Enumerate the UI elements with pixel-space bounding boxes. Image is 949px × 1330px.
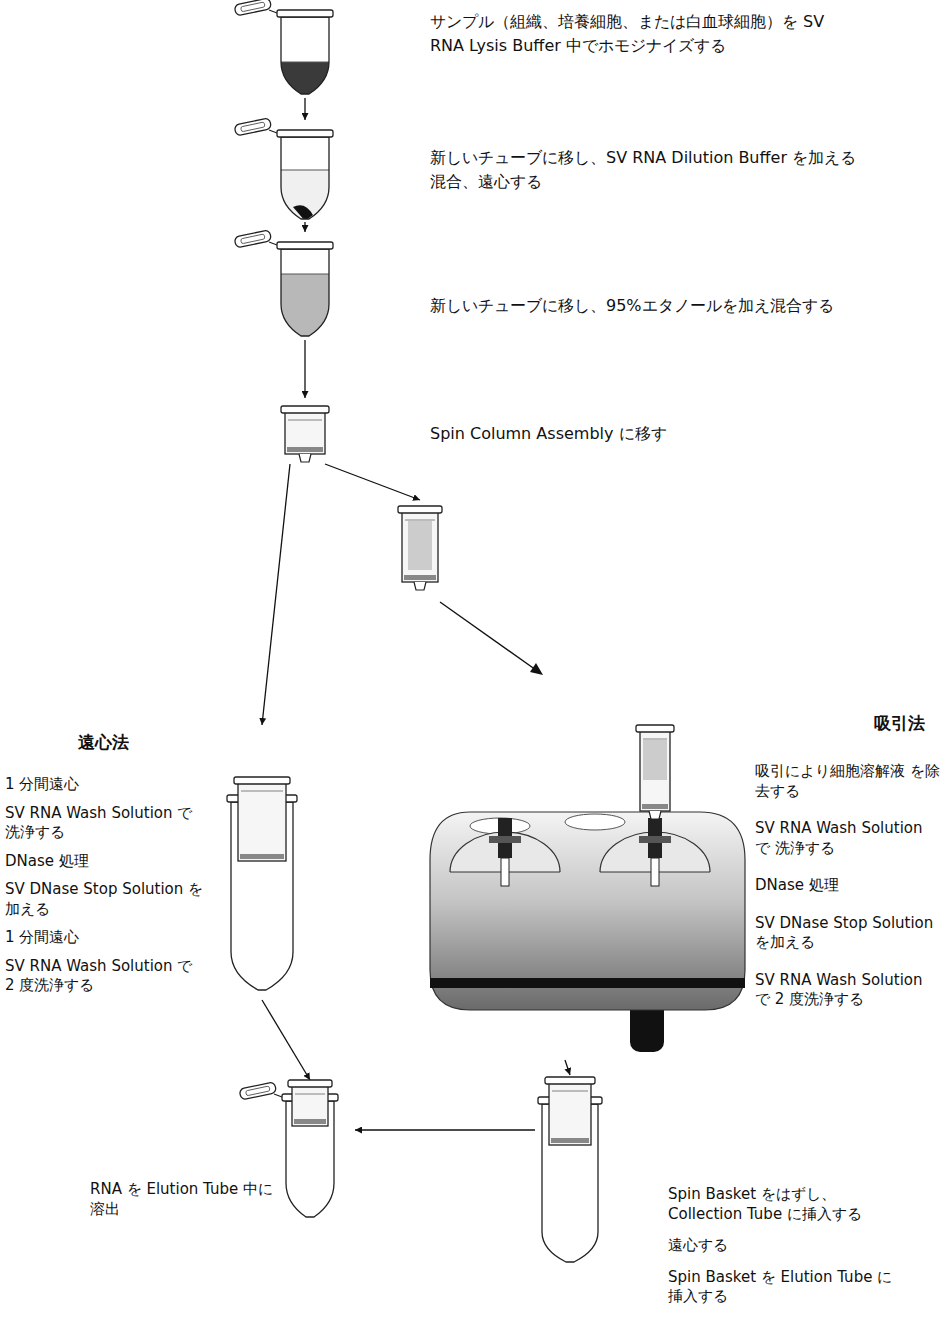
tube-liquid [279, 274, 331, 338]
basket-rim [398, 506, 442, 513]
step-text: 新しいチューブに移し、95%エタノールを加え混合する [430, 294, 900, 318]
step-text: RNA を Elution Tube 中に溶出 [90, 1180, 275, 1219]
step-illustration [270, 120, 910, 222]
method-heading: 吸引法 [874, 712, 925, 734]
spin-basket [285, 412, 325, 454]
tube-outline [281, 17, 329, 94]
process-step: Spin Basket をはずし、 Collection Tube に挿入する遠… [535, 1075, 949, 1327]
spin-basket [549, 1083, 591, 1145]
tube-cap [234, 230, 272, 248]
tube-outline [281, 249, 329, 336]
process-step: 新しいチューブに移し、95%エタノールを加え混合する [270, 232, 910, 340]
membrane [551, 1138, 589, 1143]
flow-arrow [355, 1129, 535, 1130]
step-illustration [270, 232, 910, 340]
step-text: SV RNA Wash Solution で 2 度洗浄する [755, 971, 940, 1010]
step-text: 1 分間遠心 [5, 928, 205, 948]
step-text: DNase 処理 [755, 876, 940, 896]
tube-liquid [279, 170, 331, 221]
process-step: RNA を Elution Tube 中に溶出 [85, 1080, 355, 1226]
tube-cap [234, 118, 272, 136]
spin-basket [640, 731, 670, 811]
membrane [294, 1119, 326, 1124]
tube-cap [239, 1082, 277, 1100]
spin-basket [238, 783, 286, 861]
step-text: サンプル（組織、培養細胞、または白血球細胞）を SV RNA Lysis Buf… [430, 10, 850, 58]
process-step: Spin Column Assembly に移す [270, 398, 910, 464]
step-text: SV DNase Stop Solution を加える [755, 914, 940, 953]
process-step: 新しいチューブに移し、SV RNA Dilution Buffer を加える 混… [270, 120, 910, 222]
step-text: 新しいチューブに移し、SV RNA Dilution Buffer を加える 混… [430, 146, 870, 194]
flow-arrow [304, 222, 305, 232]
step-text: 遠心する [668, 1236, 908, 1256]
tube-rim [277, 10, 333, 17]
membrane [404, 575, 436, 580]
process-step: サンプル（組織、培養細胞、または白血球細胞）を SV RNA Lysis Buf… [270, 0, 910, 98]
flow-arrow [325, 464, 420, 500]
manifold-band [430, 978, 745, 988]
step-text: SV DNase Stop Solution を加える [5, 880, 205, 919]
step-text: Spin Column Assembly に移す [430, 422, 850, 446]
tube-outline [281, 137, 329, 219]
flow-arrow [262, 1000, 310, 1080]
step-text: SV RNA Wash Solution で洗浄する [5, 804, 205, 843]
step-text: Spin Basket をはずし、 Collection Tube に挿入する [668, 1185, 908, 1224]
step-illustration [85, 1080, 355, 1226]
basket-rim [545, 1077, 595, 1084]
basket-rim [288, 1080, 332, 1087]
vacuum-manifold [430, 812, 745, 1010]
membrane [642, 804, 668, 809]
flow-arrow [304, 98, 305, 120]
process-step: 遠心法 1 分間遠心 SV RNA Wash Solution で洗浄する DNase… [0, 725, 330, 1000]
spin-basket [402, 512, 438, 582]
membrane [240, 854, 284, 859]
step-arrow [440, 602, 536, 670]
process-step: 吸引法吸引により細胞溶解液 を除去する SV RNA Wash Solution … [390, 500, 949, 1060]
spin-basket [292, 1086, 328, 1126]
step-text: Spin Basket を Elution Tube に 挿入する [668, 1268, 908, 1307]
method-heading: 遠心法 [78, 731, 129, 753]
step-text: 1 分間遠心 [5, 775, 205, 795]
flow-arrow [565, 1060, 570, 1075]
basket-rim [636, 725, 674, 732]
tube-liquid [279, 62, 331, 96]
tube-rim [277, 130, 333, 137]
step-text: 吸引により細胞溶解液 を除去する [755, 762, 940, 801]
flow-arrow [304, 340, 305, 398]
membrane [287, 447, 323, 452]
tube-rim [277, 242, 333, 249]
basket-rim [234, 777, 290, 784]
tube-cap [234, 0, 272, 16]
flow-arrow [262, 464, 290, 725]
basket-rim [281, 406, 329, 413]
step-text: SV RNA Wash Solution で 洗浄する [755, 819, 940, 858]
step-text: SV RNA Wash Solution で 2 度洗浄する [5, 957, 205, 996]
step-text: DNase 処理 [5, 852, 205, 872]
